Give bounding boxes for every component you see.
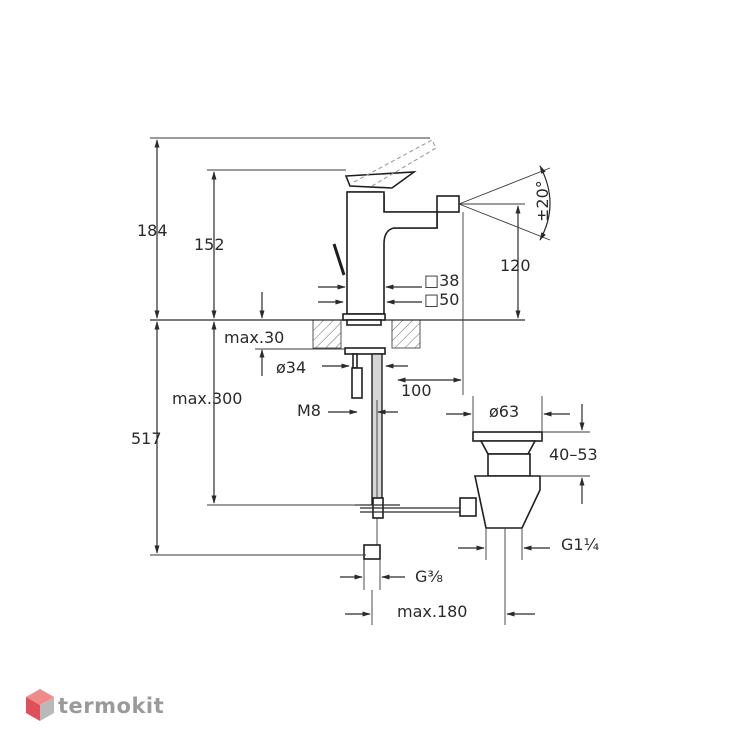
- dim-184: 184: [137, 221, 168, 240]
- dim-m8: M8: [297, 401, 321, 420]
- dim-dia63: ø63: [489, 402, 519, 421]
- faucet-body: [332, 139, 460, 326]
- dim-square-50: □50: [424, 290, 459, 309]
- under-counter-fittings: [344, 347, 470, 560]
- dim-dia34: ø34: [276, 358, 306, 377]
- dim-g1-quarter: G1¼: [561, 535, 599, 554]
- dim-100: 100: [401, 381, 432, 400]
- dim-max300: max.300: [172, 389, 242, 408]
- dim-max180: max.180: [397, 602, 467, 621]
- brand-name: termokit: [58, 694, 165, 718]
- countertop: [150, 319, 525, 349]
- dim-angle: ±20°: [533, 180, 552, 222]
- dimension-lines: [150, 137, 590, 625]
- dim-max30: max.30: [224, 328, 284, 347]
- termokit-logo-icon: [26, 689, 54, 721]
- dim-40-53: 40–53: [549, 445, 598, 464]
- dim-120: 120: [500, 256, 531, 275]
- waste-fitting: [459, 431, 543, 529]
- dim-square-38: □38: [424, 271, 459, 290]
- dim-517: 517: [131, 429, 162, 448]
- dim-152: 152: [194, 235, 225, 254]
- dim-g3-8: G⅜: [415, 567, 443, 586]
